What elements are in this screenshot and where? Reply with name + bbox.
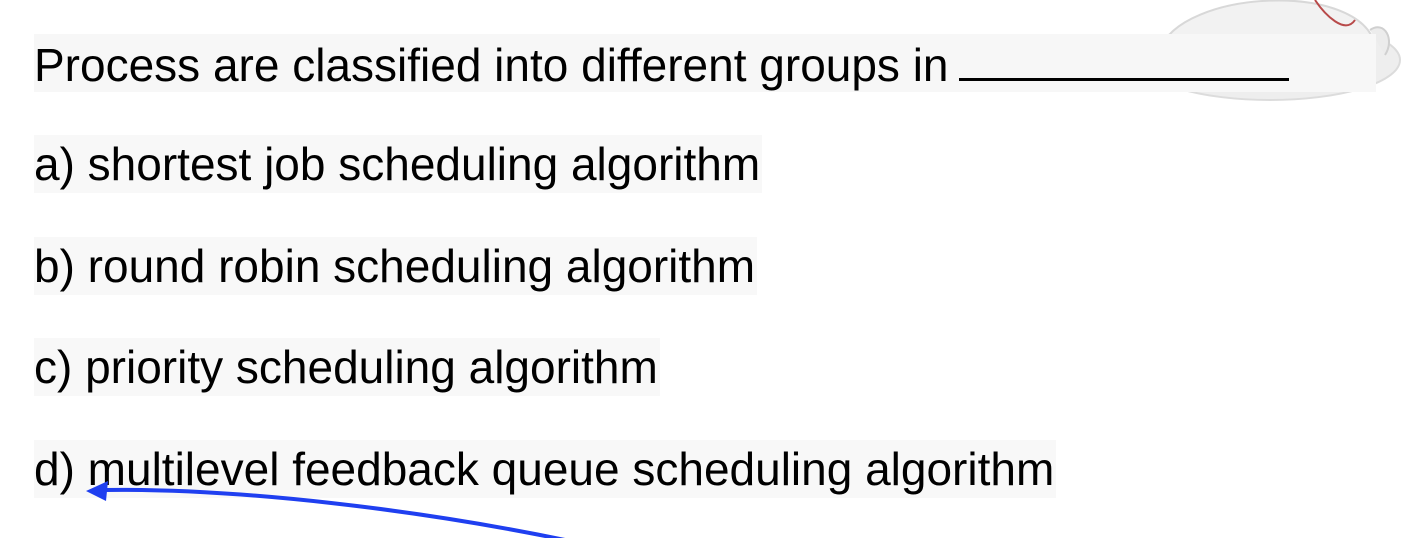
option-b: b) round robin scheduling algorithm bbox=[34, 237, 758, 295]
option-d: d) multilevel feedback queue scheduling … bbox=[34, 440, 1057, 498]
option-c: c) priority scheduling algorithm bbox=[34, 338, 660, 396]
answer-blank bbox=[958, 34, 1289, 81]
question-text: Process are classified into different gr… bbox=[34, 34, 1376, 92]
option-a: a) shortest job scheduling algorithm bbox=[34, 135, 763, 193]
question-label: Process are classified into different gr… bbox=[34, 39, 949, 91]
